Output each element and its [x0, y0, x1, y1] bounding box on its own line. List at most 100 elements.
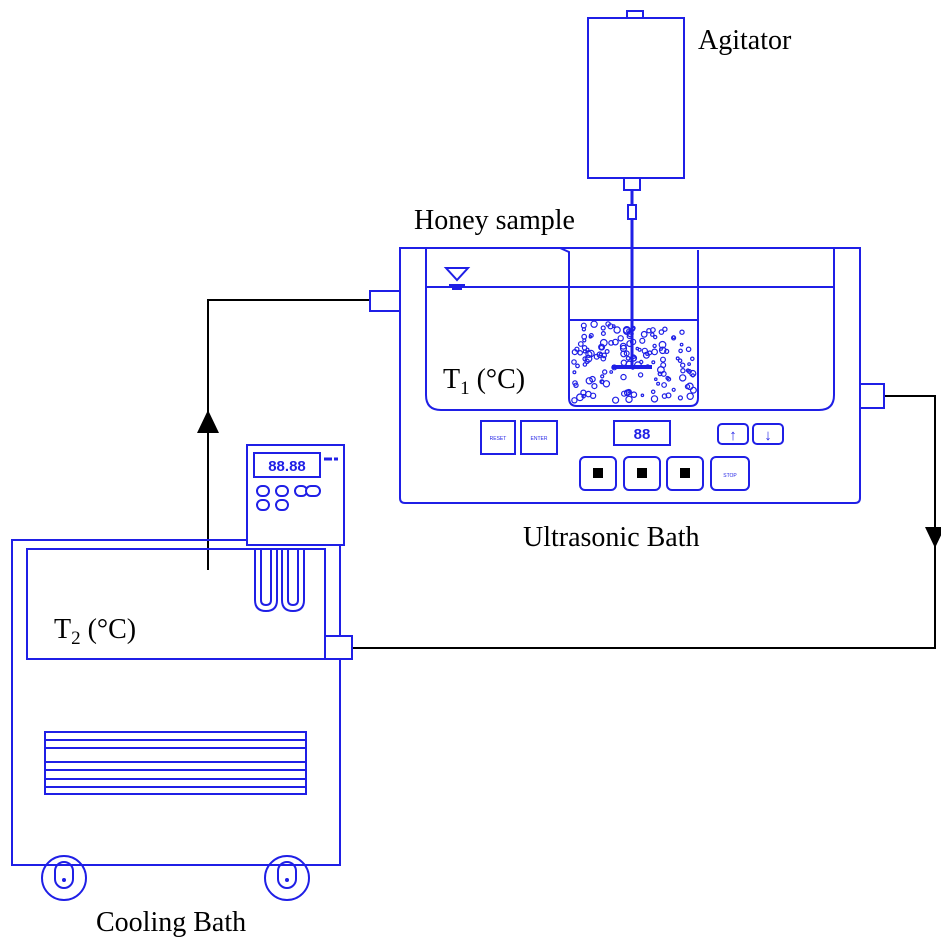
agitator-motor	[587, 17, 685, 179]
honey-particle	[661, 382, 667, 388]
supply-line	[207, 299, 370, 570]
cooling-wheel-left	[41, 855, 87, 901]
honey-particle	[630, 365, 635, 370]
ultrasonic-tank-inner	[400, 247, 860, 411]
cooling-bath-label: Cooling Bath	[96, 907, 246, 938]
t1-label: T1 (°C)	[443, 364, 525, 399]
honey-particle	[689, 386, 697, 394]
honey-particle	[675, 356, 680, 361]
honey-particle	[625, 360, 634, 369]
honey-particle	[588, 333, 594, 339]
honey-particle	[598, 352, 603, 357]
honey-particle	[657, 371, 663, 377]
honey-particle	[671, 387, 676, 392]
enter-button-label: ENTER	[531, 436, 548, 442]
honey-particle	[630, 325, 636, 331]
honey-particle	[582, 362, 588, 367]
flow-arrow-down	[925, 527, 941, 548]
honey-particle	[660, 362, 667, 369]
honey-particle	[678, 348, 683, 354]
outlet-port	[859, 383, 885, 409]
stop-button	[710, 456, 750, 491]
honey-particle	[613, 326, 621, 334]
honey-particle	[659, 356, 666, 363]
agitator-coupling	[623, 177, 641, 191]
honey-particle	[582, 356, 588, 362]
honey-particle	[646, 328, 652, 334]
honey-particle	[582, 338, 587, 343]
honey-particle	[572, 370, 577, 375]
stop-button-label: STOP	[723, 473, 737, 479]
honey-particle	[686, 382, 694, 391]
honey-particle	[581, 327, 587, 332]
cooling-display	[253, 452, 321, 478]
honey-particle	[687, 362, 691, 367]
honey-particle	[589, 392, 597, 399]
honey-particle	[600, 374, 605, 379]
honey-particle	[591, 383, 598, 390]
honey-particle	[653, 334, 658, 340]
honey-particle	[661, 393, 668, 399]
cooling-coils	[254, 550, 305, 613]
honey-particle	[620, 350, 628, 358]
honey-particle	[599, 379, 605, 385]
honey-particle	[573, 382, 579, 388]
honey-sample-label: Honey sample	[414, 205, 575, 236]
honey-particle	[599, 338, 608, 347]
up-button	[717, 423, 749, 445]
down-button	[752, 423, 784, 445]
honey-particle	[664, 348, 670, 354]
down-arrow-icon: ↓	[764, 427, 772, 444]
honey-particle	[689, 356, 695, 362]
t2-label: T2 (°C)	[54, 614, 136, 649]
agitator-label: Agitator	[698, 25, 792, 56]
honey-particle	[639, 337, 646, 344]
honey-particle	[617, 335, 624, 342]
honey-particle	[605, 321, 611, 327]
honey-particle	[653, 377, 658, 382]
honey-particle	[622, 326, 631, 334]
honey-particle	[620, 373, 627, 381]
honey-particle	[634, 361, 642, 370]
honey-particle	[650, 395, 659, 403]
honey-particle	[685, 368, 691, 373]
ultrasonic-display-value: 88	[634, 426, 651, 443]
honey-particles	[571, 320, 697, 404]
honey-particle	[680, 368, 686, 374]
honey-particle	[651, 360, 656, 365]
honey-particle	[640, 330, 648, 338]
ultrasonic-bath: RESET ENTER 88 ↑ ↓ STOP	[369, 247, 885, 504]
honey-particle	[609, 370, 614, 374]
honey-particle	[650, 389, 656, 395]
honey-particle	[641, 347, 649, 355]
enter-button	[520, 420, 558, 455]
ultrasonic-bath-outer	[399, 247, 861, 504]
honey-particle	[677, 358, 683, 364]
reset-button	[480, 420, 516, 455]
return-line	[352, 395, 936, 649]
honey-particle	[670, 335, 677, 341]
tubing	[197, 299, 941, 649]
honey-particle	[604, 349, 610, 355]
honey-particle	[645, 364, 650, 369]
honey-particle	[626, 333, 633, 340]
honey-particle	[602, 369, 608, 375]
water-level-marker	[443, 267, 471, 282]
honey-particle	[571, 359, 577, 365]
honey-particle	[600, 325, 606, 331]
honey-particle	[587, 349, 595, 358]
honey-particle	[612, 338, 619, 346]
up-arrow-icon: ↑	[729, 427, 737, 444]
ultrasonic-display	[613, 420, 671, 446]
ultrasonic-control-panel: RESET ENTER 88 ↑ ↓ STOP	[480, 420, 784, 491]
honey-particle	[690, 373, 696, 378]
inlet-port	[369, 290, 401, 312]
beaker	[559, 247, 699, 407]
cooling-outlet-port	[324, 635, 353, 660]
honey-particle	[590, 320, 598, 328]
cooling-vent	[44, 731, 307, 795]
cooling-display-value: 88.88	[268, 458, 306, 475]
honey-particle	[585, 377, 594, 385]
cooling-keypad	[256, 485, 321, 511]
